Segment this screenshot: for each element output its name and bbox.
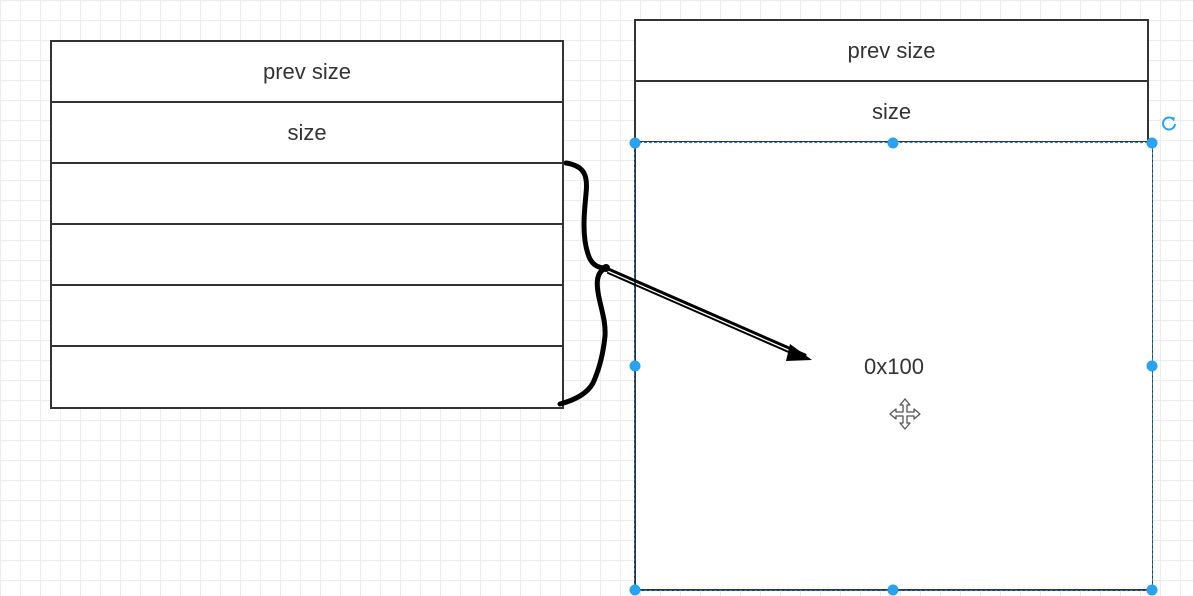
left-data-row-2[interactable] — [52, 225, 562, 286]
left-size-cell[interactable]: size — [52, 103, 562, 164]
left-prev-size-cell[interactable]: prev size — [52, 42, 562, 103]
left-prev-size-label: prev size — [262, 58, 352, 84]
resize-handle-bottom-left[interactable] — [629, 584, 641, 596]
left-data-row-3[interactable] — [52, 286, 562, 347]
resize-handle-bottom[interactable] — [887, 584, 899, 596]
right-prev-size-label: prev size — [847, 37, 936, 63]
resize-handle-top-right[interactable] — [1146, 137, 1158, 149]
right-chunk[interactable]: prev size size — [634, 19, 1149, 143]
right-data-block[interactable] — [634, 142, 1153, 591]
left-size-label: size — [287, 119, 327, 145]
left-chunk[interactable]: prev size size — [50, 40, 564, 409]
right-size-label: size — [871, 98, 912, 124]
left-data-row-1[interactable] — [52, 164, 562, 225]
resize-handle-right[interactable] — [1146, 360, 1158, 372]
arrow-shaft-shadow — [607, 272, 801, 358]
rotate-icon[interactable] — [1160, 114, 1178, 132]
resize-handle-left[interactable] — [629, 360, 641, 372]
arrow-head — [786, 344, 812, 361]
resize-handle-top[interactable] — [887, 137, 899, 149]
move-cursor-icon — [889, 398, 921, 430]
right-size-cell[interactable]: size — [636, 82, 1147, 141]
right-prev-size-cell[interactable]: prev size — [636, 21, 1147, 82]
curly-brace-annotation — [557, 160, 609, 407]
right-data-label: 0x100 — [864, 354, 924, 379]
resize-handle-bottom-right[interactable] — [1146, 584, 1158, 596]
resize-handle-top-left[interactable] — [629, 137, 641, 149]
arrow-shaft — [604, 266, 807, 357]
